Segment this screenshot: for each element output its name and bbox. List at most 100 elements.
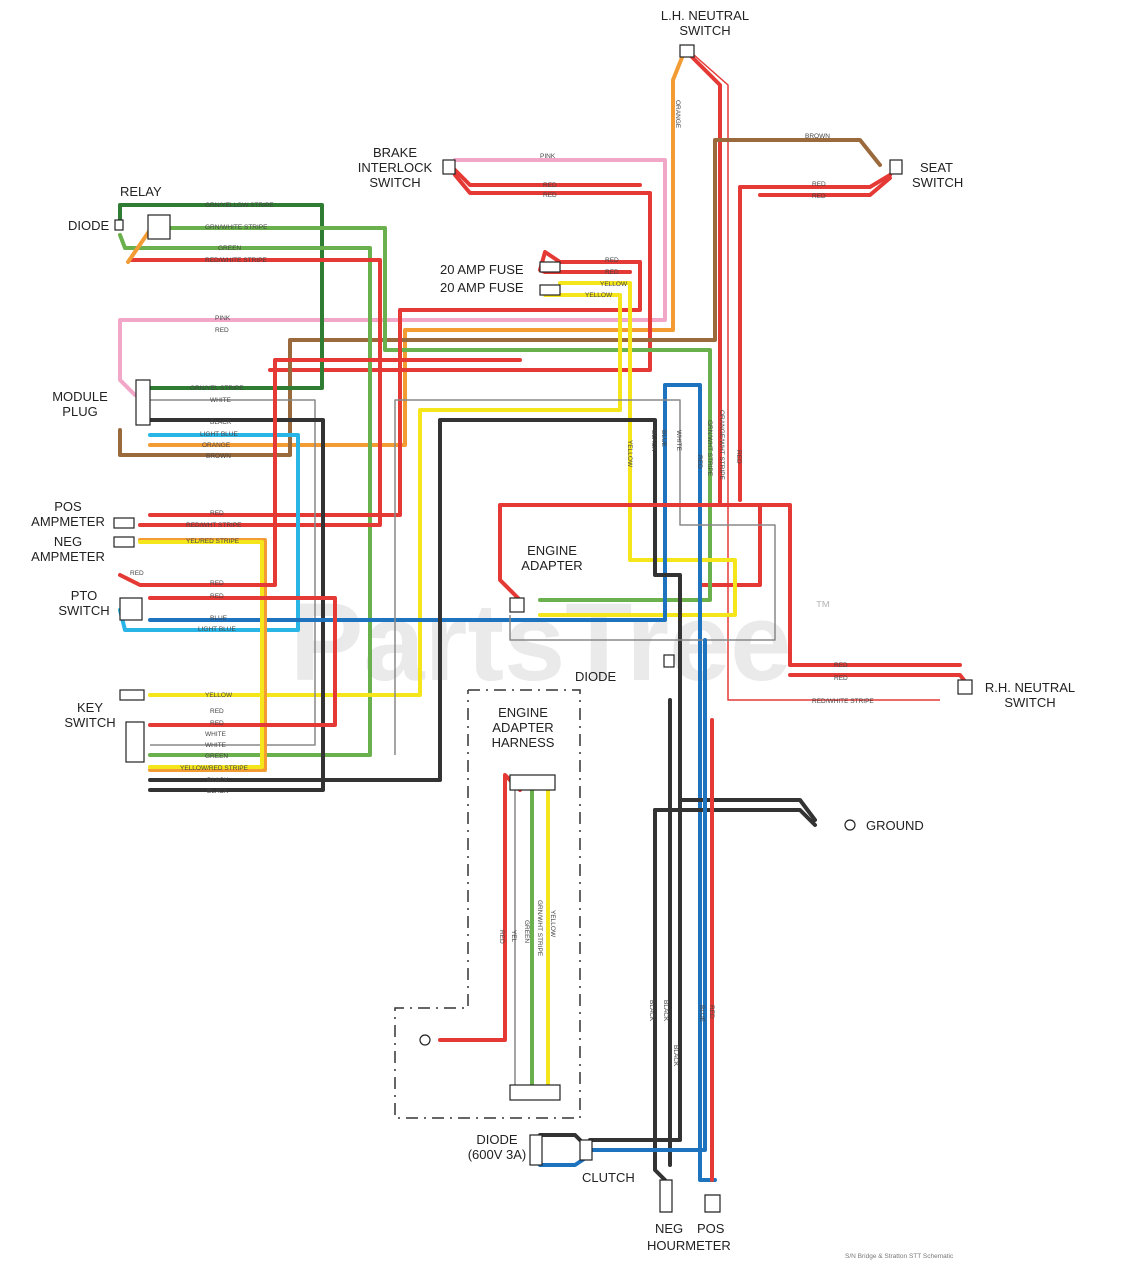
wire-orange-lh <box>148 53 685 447</box>
key-label-2: SWITCH <box>64 715 115 730</box>
wl-mod-1: GRN/YEL STRIPE <box>190 385 244 392</box>
wire-black-key <box>148 418 682 782</box>
wire-lightblue-module <box>118 433 300 632</box>
wl-pto-2: RED <box>210 580 224 587</box>
relay-connector <box>147 214 171 240</box>
seat-switch-connector <box>889 159 903 175</box>
wl-amp-3: YEL/RED STRIPE <box>186 538 240 545</box>
wl-rh-2: RED <box>834 675 848 682</box>
harness-ground-terminal <box>419 1034 431 1046</box>
wl-v-yellow: YELLOW <box>626 440 633 468</box>
dc-label-2: (600V 3A) <box>468 1147 527 1162</box>
wire-yel-red-core <box>138 540 264 769</box>
harness-label-1: ENGINE <box>498 705 548 720</box>
pto-label-1: PTO <box>71 588 98 603</box>
fuse-2-holder <box>539 284 561 296</box>
wl-red-seat2: RED <box>812 193 826 200</box>
wl-mod-4: LIGHT BLUE <box>200 431 238 438</box>
wire-orange-relay <box>126 228 152 264</box>
relay-label: RELAY <box>120 184 162 199</box>
neg-hourmeter-terminal <box>659 1179 673 1213</box>
wl-brown-top: BROWN <box>805 133 830 140</box>
wl-key-8: BLACK <box>207 777 229 784</box>
ea-label-2: ADAPTER <box>521 558 582 573</box>
diode-relay-connector <box>114 219 124 231</box>
engine-diode <box>663 654 675 668</box>
wl-amp-2: RED/WHT STRIPE <box>186 522 242 529</box>
diode-relay-label: DIODE <box>68 218 110 233</box>
brake-interlock-connector <box>442 159 456 175</box>
wl-key-2: RED <box>210 708 224 715</box>
wire-yel-red <box>138 538 267 772</box>
wl-pto-3: RED <box>210 593 224 600</box>
wl-key-4: WHITE <box>205 731 227 738</box>
wl-pto-4: BLUE <box>210 615 228 622</box>
pos-amp-2: AMPMETER <box>31 514 105 529</box>
neg-hourmeter-label: NEG <box>655 1221 683 1236</box>
wl-key-7: YELLOW/RED STRIPE <box>180 765 249 772</box>
wire-red-wht-relay <box>128 258 382 527</box>
wl-lo-5: RED <box>708 1005 715 1019</box>
neg-ammeter-terminal <box>113 536 135 548</box>
wire-red-brake-2 <box>268 173 652 372</box>
wire-green-relay <box>118 233 372 757</box>
wl-v-black: BLACK <box>650 430 657 452</box>
pos-hourmeter-terminal <box>704 1194 721 1213</box>
wire-blue-lower <box>588 638 707 1152</box>
wl-v-gw: GRN/WHT STRIPE <box>706 420 713 477</box>
wl-relay-3: GREEN <box>218 245 241 252</box>
wl-relay-1: GRN/YELLOW STRIPE <box>205 202 274 209</box>
wl-key-9: BLACK <box>207 788 229 795</box>
wl-red-brake: RED <box>543 182 557 189</box>
ground-label: GROUND <box>866 818 924 833</box>
wire-black-lower-1 <box>653 808 667 1182</box>
wl-relay-4: RED/WHITE STRIPE <box>205 257 267 264</box>
wire-red-brake-1 <box>453 168 642 187</box>
wl-red-brake2: RED <box>543 192 557 199</box>
wires <box>118 53 972 1182</box>
wl-mod-3: BLACK <box>210 419 232 426</box>
wire-red-seat-1 <box>738 173 892 502</box>
wire-black-ground-2 <box>678 798 817 822</box>
wl-h-4: GRN/WHT STRIPE <box>536 900 543 957</box>
harness-connector-top <box>509 774 556 791</box>
wl-red-seat: RED <box>812 181 826 188</box>
wl-key-3: RED <box>210 720 224 727</box>
wl-mod-2: WHITE <box>210 397 232 404</box>
wire-red-fuse-1 <box>148 260 642 517</box>
harness-boundary <box>394 689 581 1119</box>
wire-white-ea <box>394 399 776 755</box>
ground-terminal <box>844 819 856 831</box>
wire-black-module <box>148 418 325 792</box>
wl-h-1: RED <box>498 930 505 944</box>
wl-h-5: YELLOW <box>549 910 556 938</box>
lh-neutral-label-2: SWITCH <box>679 23 730 38</box>
wl-v-red: RED <box>696 455 703 469</box>
hourmeter-label: HOURMETER <box>647 1238 731 1253</box>
clutch-connector <box>579 1139 593 1161</box>
wire-h-red <box>438 773 522 1042</box>
wl-lo-2: BLACK <box>662 1000 669 1022</box>
wire-blue-main <box>148 383 717 1182</box>
brake-label-3: SWITCH <box>369 175 420 190</box>
wl-key-1: YELLOW <box>205 692 233 699</box>
wl-lo-3: BLACK <box>672 1045 679 1067</box>
lh-neutral-connector <box>679 44 695 58</box>
wl-rh-3: RED/WHITE STRIPE <box>812 698 874 705</box>
wl-mod-pink: PINK <box>215 315 231 322</box>
wl-mod-red: RED <box>215 327 229 334</box>
engine-adapter-connector <box>509 597 525 613</box>
wl-pto-5: LIGHT BLUE <box>198 626 236 633</box>
wl-relay-2: GRN/WHITE STRIPE <box>205 224 268 231</box>
rh-label-1: R.H. NEUTRAL <box>985 680 1075 695</box>
harness-label-2: ADAPTER <box>492 720 553 735</box>
wl-v-red2: RED <box>735 450 742 464</box>
clutch-label: CLUTCH <box>582 1170 635 1185</box>
